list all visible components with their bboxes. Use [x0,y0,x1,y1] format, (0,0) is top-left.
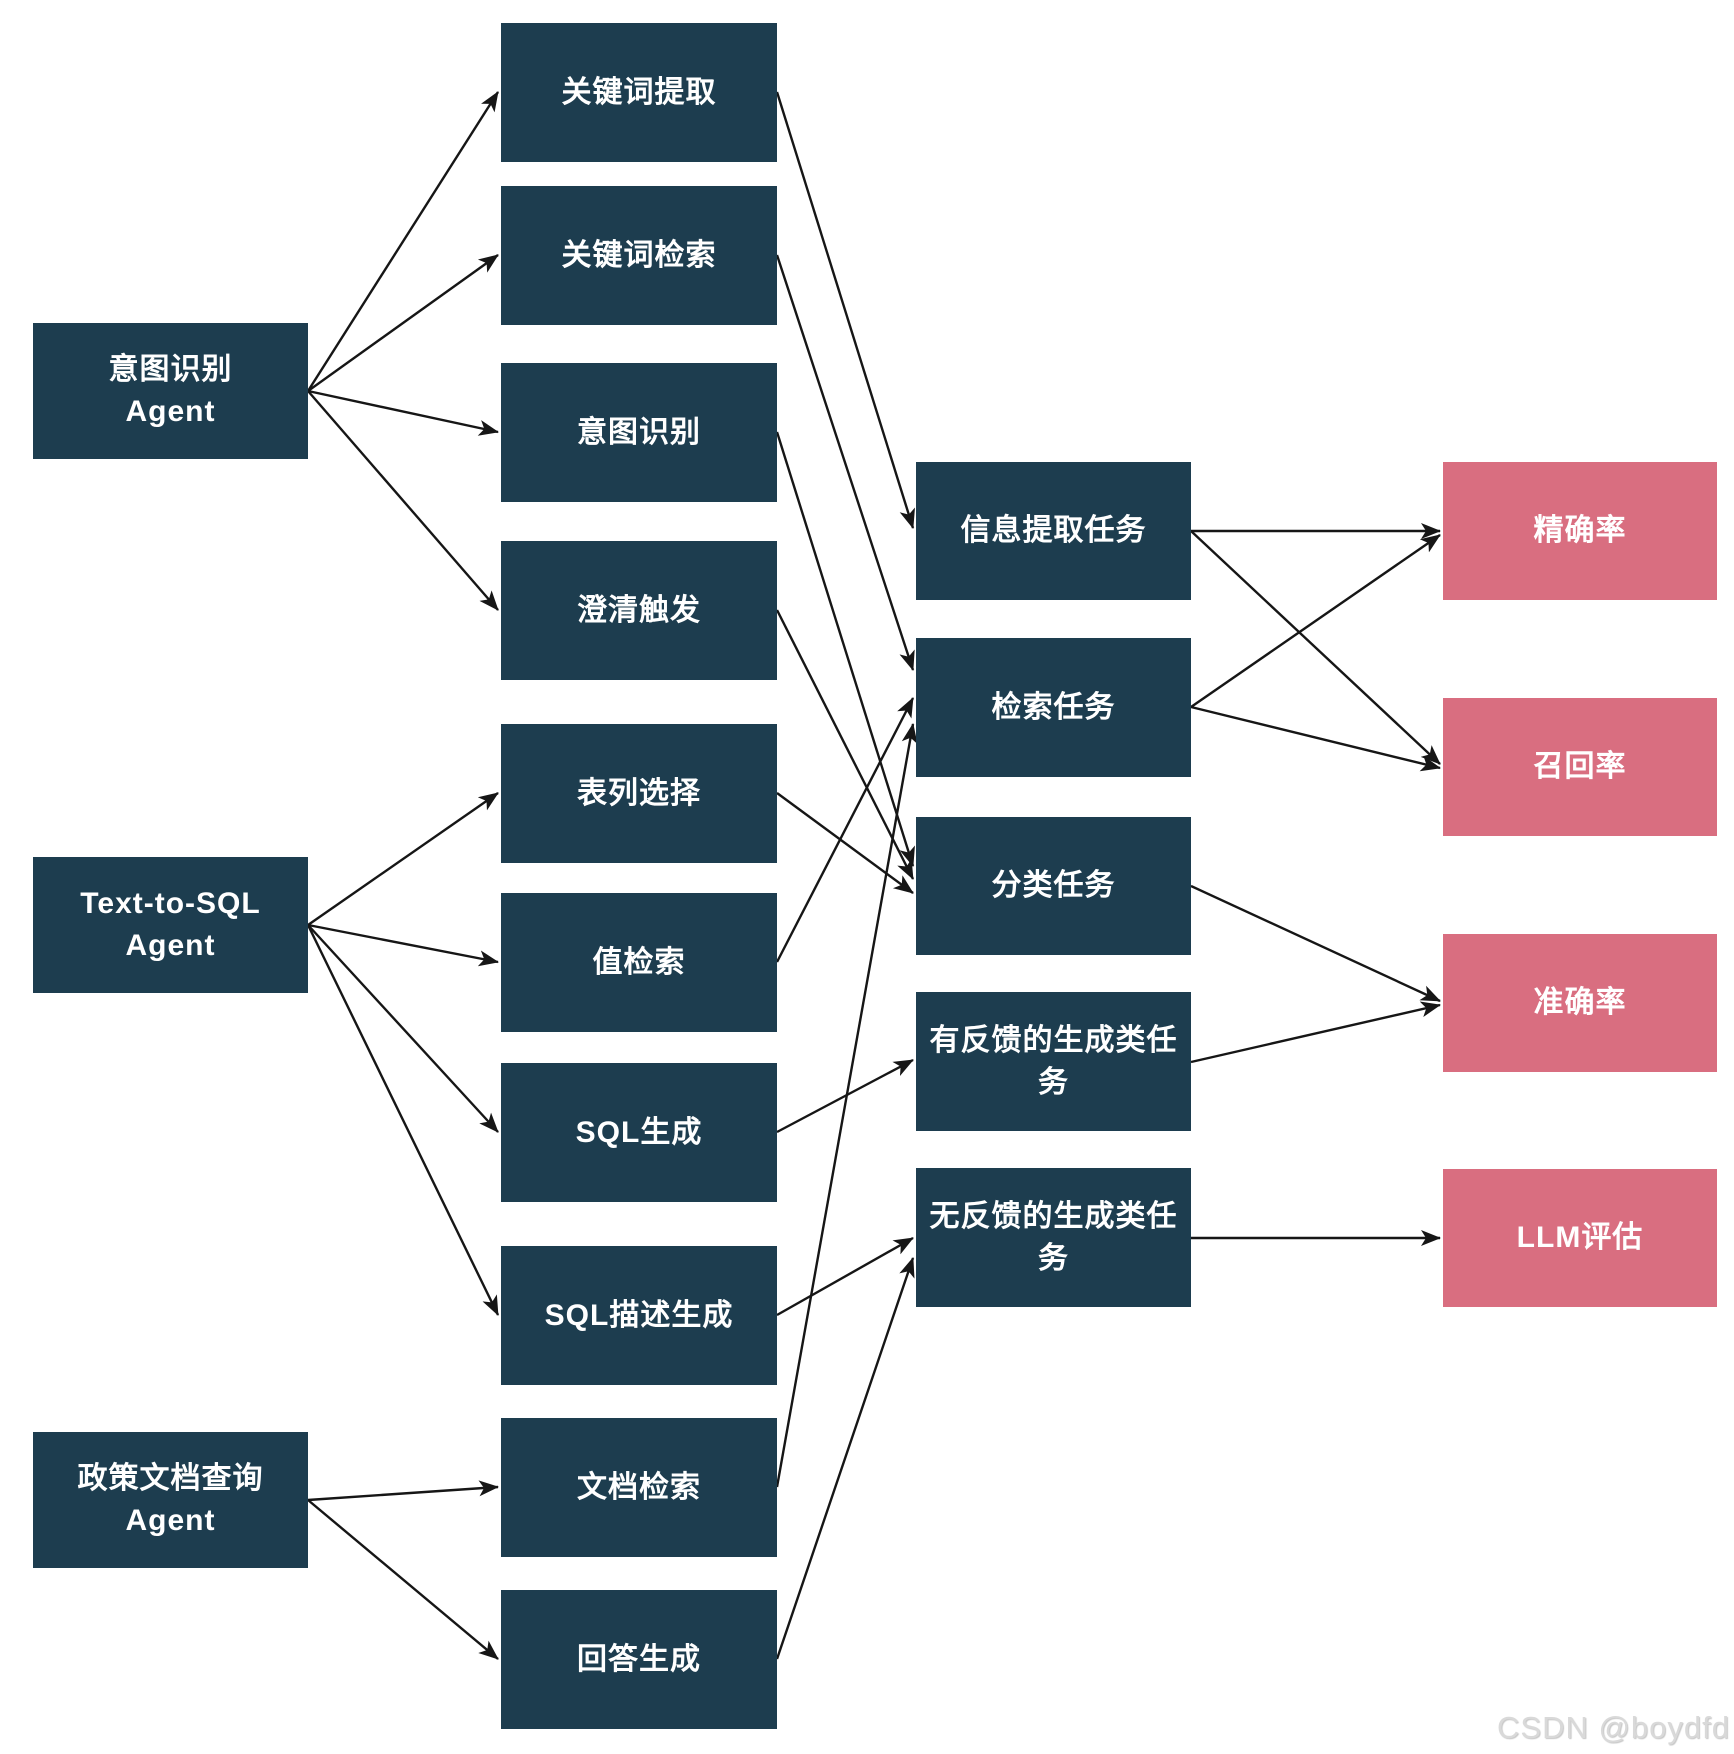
edge-task-classification-to-metric-accuracy [1190,884,1441,1003]
node-task-gen-feedback: 有反馈的生成类任务 [916,992,1191,1131]
edge-cap-clarification-trigger-to-task-classification [775,609,915,880]
node-cap-document-retrieval: 文档检索 [501,1418,777,1557]
edge-agent-text2sql-to-cap-sql-generation [307,924,499,1133]
node-task-retrieval: 检索任务 [916,638,1191,777]
node-cap-keyword-retrieval: 关键词检索 [501,186,777,325]
edge-task-info-extraction-to-metric-recall [1190,530,1441,765]
edge-cap-answer-generation-to-task-gen-no-feedback [775,1257,915,1660]
node-agent-text2sql: Text-to-SQL Agent [33,857,308,993]
edge-agent-intent-to-cap-clarification-trigger [307,390,499,611]
node-agent-policy: 政策文档查询 Agent [33,1432,308,1568]
node-metric-precision: 精确率 [1443,462,1717,600]
watermark-text: CSDN @boydfd [1497,1710,1730,1745]
node-cap-sql-description-generation: SQL描述生成 [501,1246,777,1385]
edge-agent-intent-to-cap-keyword-extraction [306,91,500,392]
node-cap-table-column-selection: 表列选择 [501,724,777,863]
node-metric-accuracy: 准确率 [1443,934,1717,1072]
node-cap-sql-generation: SQL生成 [501,1063,777,1202]
edge-cap-sql-description-generation-to-task-gen-no-feedback [776,1236,914,1317]
edge-cap-value-retrieval-to-task-retrieval [775,697,915,963]
edge-agent-intent-to-cap-keyword-retrieval [307,254,499,392]
edge-cap-keyword-retrieval-to-task-retrieval [775,254,915,671]
node-cap-clarification-trigger: 澄清触发 [501,541,777,680]
node-metric-recall: 召回率 [1443,698,1717,836]
edge-agent-policy-to-cap-answer-generation [307,1499,499,1660]
node-metric-llm-eval: LLM评估 [1443,1169,1717,1307]
edge-task-retrieval-to-metric-precision [1190,534,1441,708]
node-cap-answer-generation: 回答生成 [501,1590,777,1729]
edge-agent-intent-to-cap-intent-recognition [307,389,499,436]
edge-agent-policy-to-cap-document-retrieval [307,1480,499,1502]
node-agent-intent: 意图识别 Agent [33,323,308,459]
node-task-info-extraction: 信息提取任务 [916,462,1191,600]
edge-agent-text2sql-to-cap-table-column-selection [307,792,499,926]
edge-agent-text2sql-to-cap-value-retrieval [307,923,499,967]
edge-cap-document-retrieval-to-task-retrieval [775,723,918,1488]
node-task-classification: 分类任务 [916,817,1191,955]
edge-task-gen-feedback-to-metric-accuracy [1190,1001,1441,1064]
edge-cap-table-column-selection-to-task-classification [776,792,914,894]
edge-cap-intent-recognition-to-task-classification [775,431,915,867]
node-cap-intent-recognition: 意图识别 [501,363,777,502]
edge-task-retrieval-to-metric-recall [1190,705,1441,772]
edge-cap-sql-generation-to-task-gen-feedback [776,1058,914,1134]
node-cap-keyword-extraction: 关键词提取 [501,23,777,162]
node-cap-value-retrieval: 值检索 [501,893,777,1032]
edge-cap-keyword-extraction-to-task-info-extraction [775,91,915,529]
node-task-gen-no-feedback: 无反馈的生成类任务 [916,1168,1191,1307]
edge-agent-text2sql-to-cap-sql-description-generation [306,924,500,1316]
